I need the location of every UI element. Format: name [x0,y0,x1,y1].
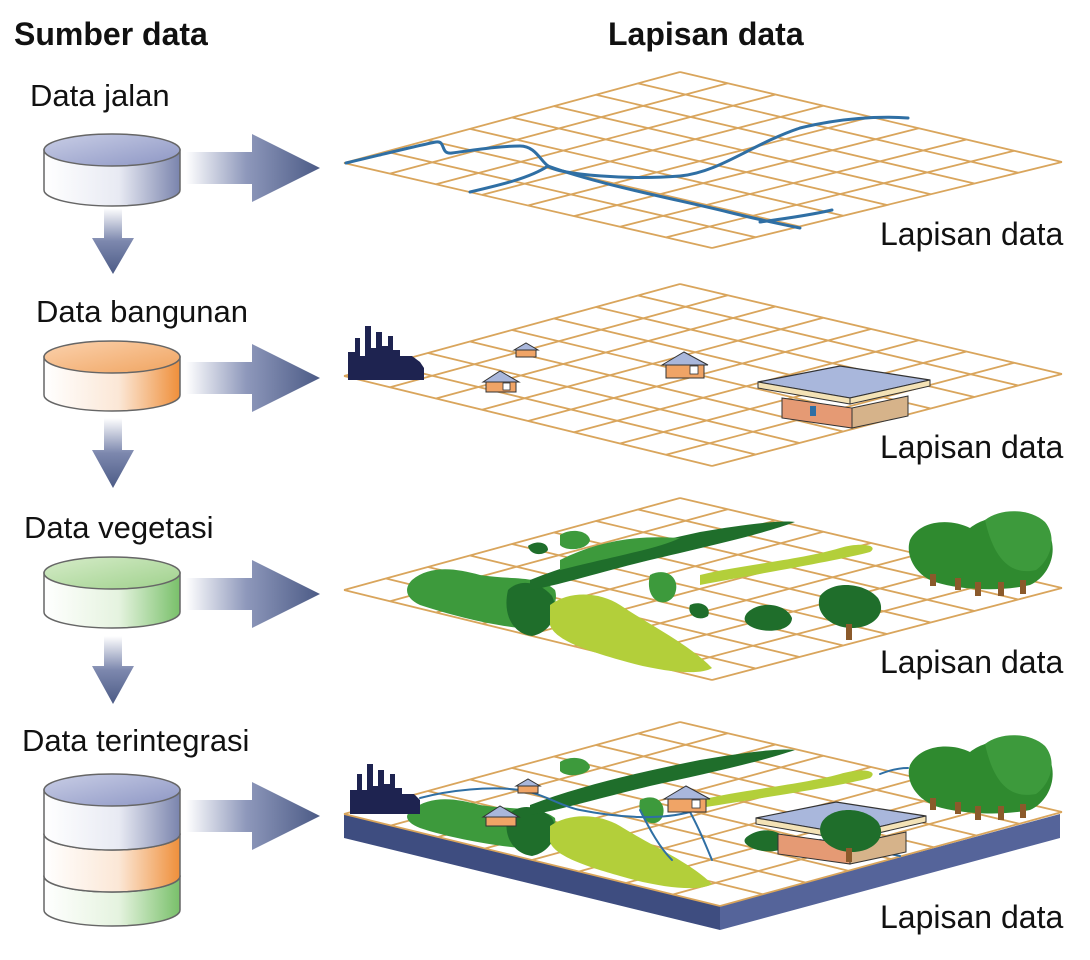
source-label-buildings: Data bangunan [36,294,248,329]
arrow-right-vegetation-icon [186,560,320,628]
grid-line [637,294,1019,387]
house-small-icon [514,778,542,794]
integrated-base [344,814,1060,930]
city-skyline-icon [348,326,424,380]
layer-buildings: Lapisan data [343,283,1063,467]
sources-header: Sumber data [14,16,208,52]
source-label-integrated: Data terintegrasi [22,723,249,758]
database-integrated-icon [43,773,181,927]
grid-line [711,587,1063,681]
grid-line [553,105,931,196]
grid-line [343,71,681,164]
layer-integrated: Lapisan data [343,721,1063,935]
grid-line [573,339,919,434]
arrow-down-icon [92,636,134,704]
house-icon [662,785,711,813]
grid-line [719,811,1063,907]
house-icon [481,370,521,393]
roads [344,115,910,230]
grid-line [527,116,872,207]
grid-line [619,350,967,445]
house-icon [660,351,709,379]
source-label-roads: Data jalan [30,78,170,113]
city-skyline-icon [350,764,420,814]
layer-label-buildings: Lapisan data [880,429,1063,465]
grid-line [665,149,1015,239]
house-small-icon [512,342,540,358]
layer-label-vegetation: Lapisan data [880,644,1063,680]
tree-icon [820,810,882,862]
layer-roads: Lapisan data [343,71,1063,252]
grid-line [679,283,1063,375]
arrow-right-integrated-icon [186,782,320,850]
house-icon [481,805,521,827]
grid-line [637,82,1019,174]
database-roads-icon [43,133,181,207]
arrow-down-icon [92,418,134,488]
layer-label-integrated: Lapisan data [880,899,1063,935]
arrow-right-roads-icon [186,134,320,202]
layers-header: Lapisan data [608,16,804,52]
arrow-right-buildings-icon [186,344,320,412]
grid-line [619,138,967,228]
database-buildings-icon [43,340,181,412]
arrow-down-icon [92,208,134,274]
integrated-vegetation [407,735,1053,889]
grid-line [711,161,1063,249]
grid-line [595,93,975,185]
layer-vegetation: Lapisan data [343,497,1063,681]
database-vegetation-icon [43,556,181,629]
layer-label-roads: Lapisan data [880,216,1063,252]
source-label-vegetation: Data vegetasi [24,510,214,545]
large-building-icon [757,365,931,429]
vegetation [407,511,1053,673]
grid-line [573,127,919,217]
